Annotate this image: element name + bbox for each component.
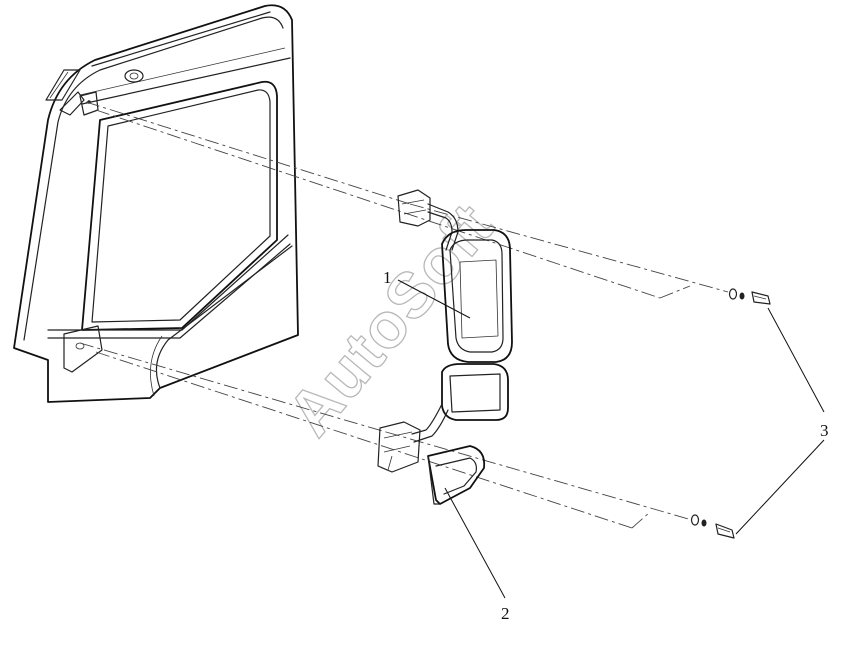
- leader-2: [444, 487, 506, 599]
- assembly-centerlines: [79, 101, 729, 529]
- lower-bolt-set: [690, 514, 735, 539]
- callout-2: 2: [501, 604, 510, 623]
- cab-door: [13, 4, 299, 403]
- leader-lines: [397, 279, 825, 599]
- callout-3: 3: [820, 421, 829, 440]
- upper-bolt-set: [728, 288, 771, 305]
- leader-3b: [735, 439, 825, 535]
- callout-1: 1: [383, 268, 392, 287]
- watermark-text: AutoSoft: [274, 190, 508, 449]
- leader-3a: [767, 307, 825, 413]
- leader-1: [397, 279, 471, 319]
- lower-bracket-cover: [427, 445, 486, 505]
- mirror-assembly: [377, 189, 513, 473]
